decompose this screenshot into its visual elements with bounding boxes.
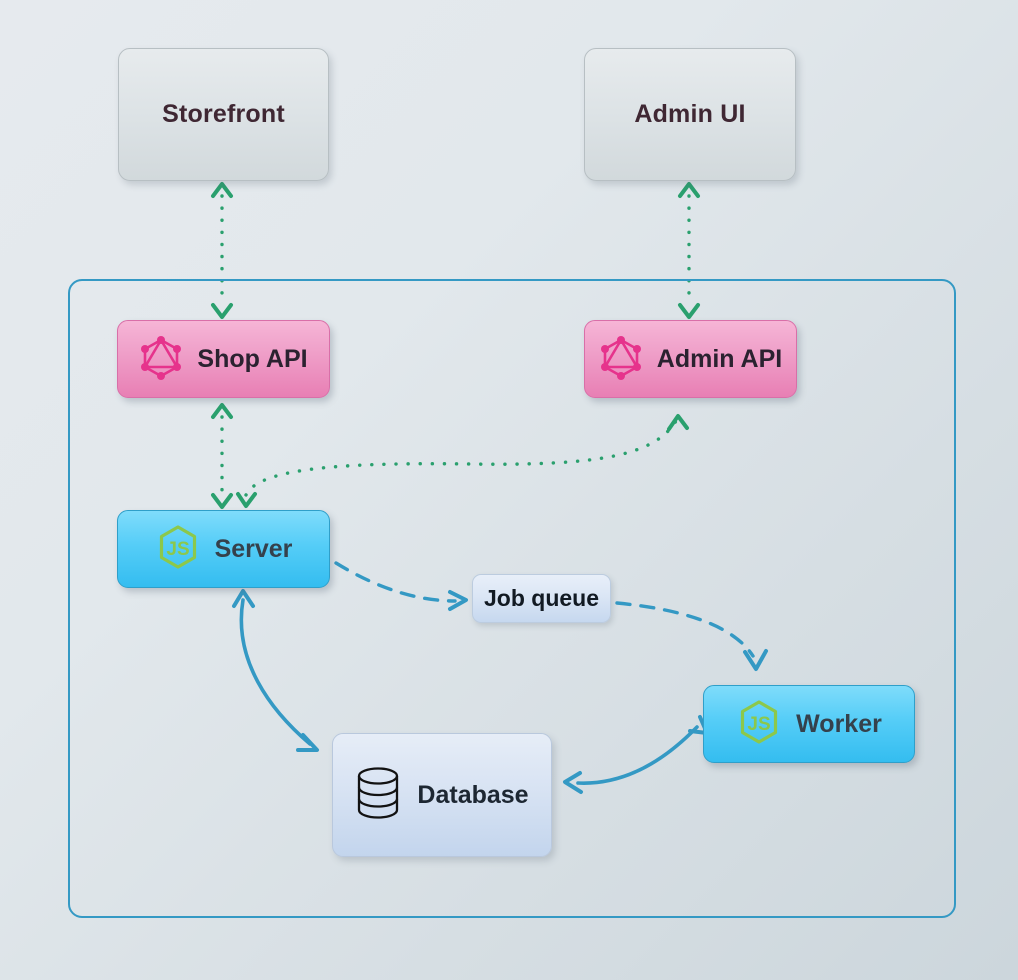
node-job-queue[interactable]: Job queue <box>472 574 611 623</box>
nodejs-icon: JS <box>155 523 201 576</box>
nodejs-icon: JS <box>736 698 782 751</box>
node-storefront[interactable]: Storefront <box>118 48 329 181</box>
node-shop-api-label: Shop API <box>197 344 308 373</box>
node-job-queue-label: Job queue <box>484 585 600 611</box>
node-admin-ui-label: Admin UI <box>634 100 746 128</box>
graphql-icon <box>599 334 643 385</box>
arrowhead-up <box>211 182 233 198</box>
node-server-label: Server <box>214 534 293 563</box>
server-container-box <box>68 279 956 918</box>
svg-text:JS: JS <box>748 714 771 735</box>
svg-text:JS: JS <box>166 539 189 560</box>
node-worker[interactable]: JS Worker <box>703 685 915 763</box>
node-worker-label: Worker <box>796 709 882 738</box>
node-database-label: Database <box>417 780 529 809</box>
node-server[interactable]: JS Server <box>117 510 330 588</box>
arrowhead-up <box>678 182 700 198</box>
graphql-icon <box>139 334 183 385</box>
node-database[interactable]: Database <box>332 733 552 857</box>
node-admin-ui[interactable]: Admin UI <box>584 48 796 181</box>
node-storefront-label: Storefront <box>162 100 285 128</box>
node-admin-api[interactable]: Admin API <box>584 320 797 398</box>
node-shop-api[interactable]: Shop API <box>117 320 330 398</box>
node-admin-api-label: Admin API <box>656 344 783 373</box>
database-cylinder-icon <box>355 765 401 826</box>
